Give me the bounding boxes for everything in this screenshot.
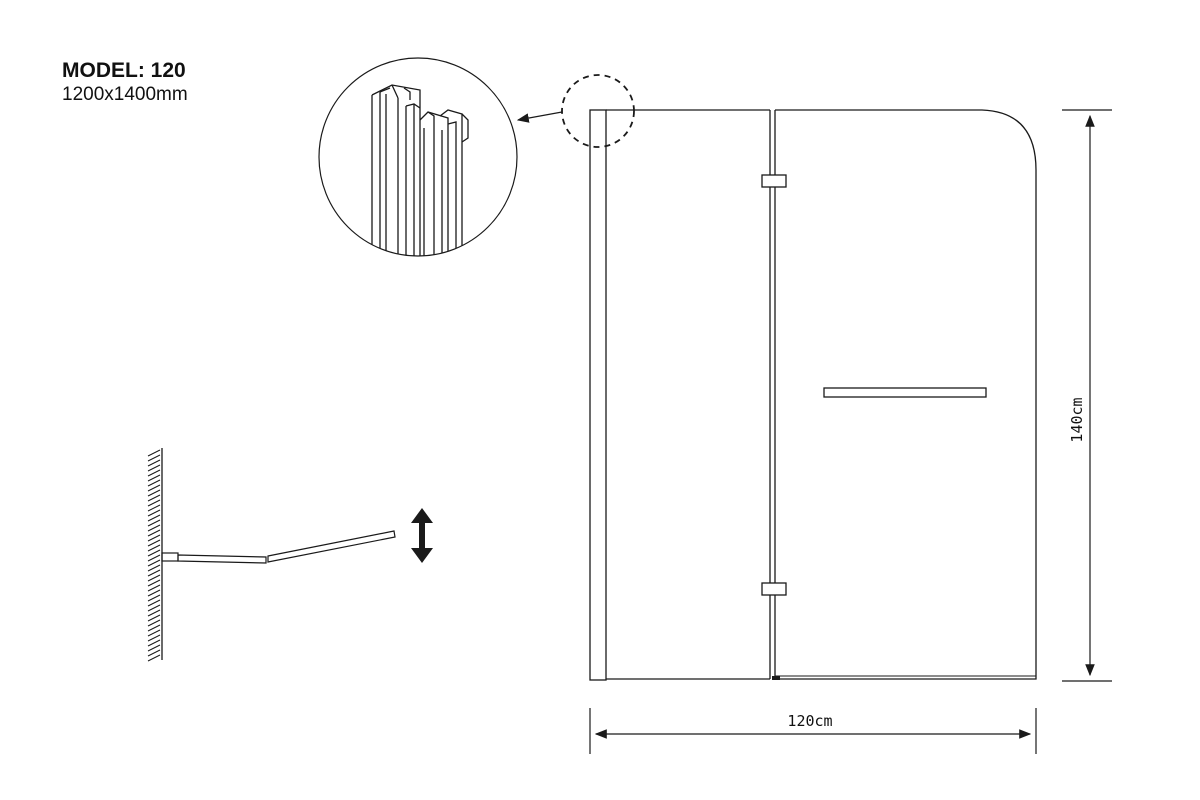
model-size: 1200x1400mm bbox=[62, 84, 188, 105]
detail-pointer bbox=[516, 111, 563, 123]
wall-hatch bbox=[147, 449, 161, 662]
towel-bar bbox=[823, 387, 987, 398]
height-dimension bbox=[1062, 109, 1112, 682]
height-label: 140cm bbox=[1068, 397, 1086, 442]
width-dimension bbox=[589, 708, 1037, 754]
profile-detail-magnifier bbox=[318, 57, 518, 257]
plan-view bbox=[147, 448, 396, 662]
hinge-top bbox=[761, 174, 787, 188]
width-label: 120cm bbox=[787, 712, 832, 730]
detail-marker bbox=[561, 74, 635, 148]
shower-screen-elevation bbox=[589, 109, 1037, 681]
hinge-bottom bbox=[761, 582, 787, 596]
wall-profile bbox=[589, 109, 607, 681]
model-title: MODEL: 120 bbox=[62, 58, 188, 84]
door-panel bbox=[775, 109, 1037, 680]
double-arrow-vertical-icon bbox=[411, 508, 433, 563]
model-label: MODEL: bbox=[62, 59, 145, 82]
model-info: MODEL: 120 1200x1400mm bbox=[62, 58, 188, 106]
model-number: 120 bbox=[150, 59, 186, 82]
